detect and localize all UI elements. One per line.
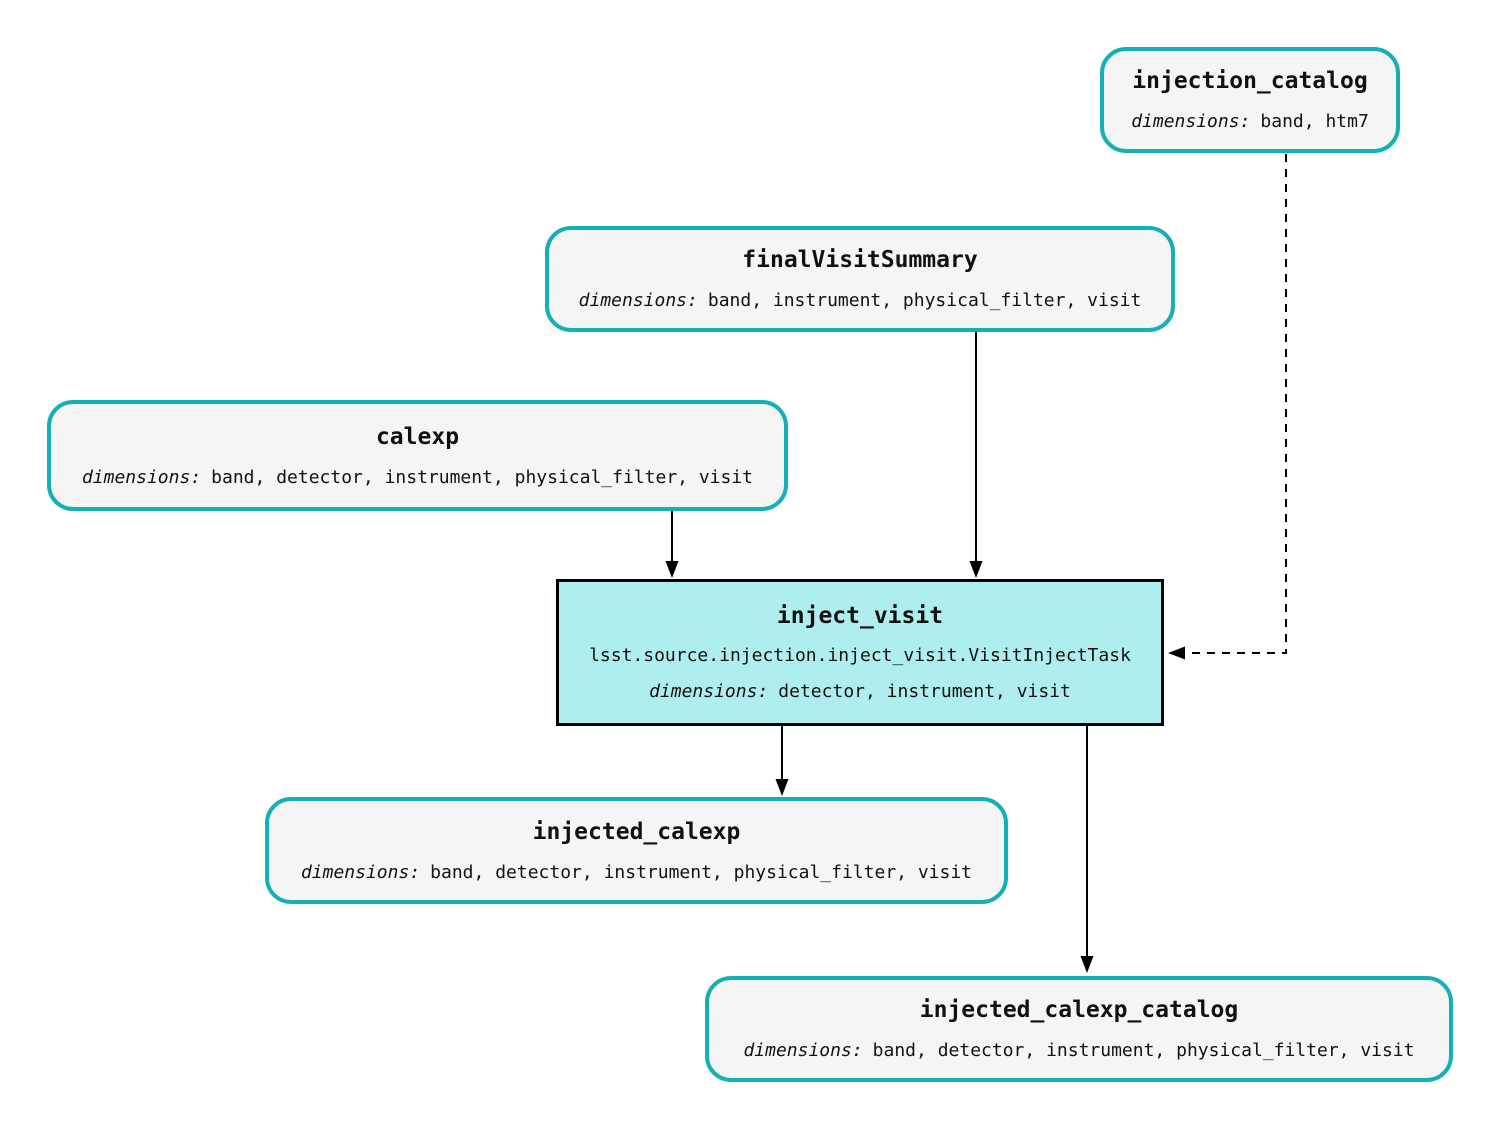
node-title: injection_catalog bbox=[1132, 68, 1368, 94]
dimensions-label: dimensions: bbox=[1131, 111, 1251, 132]
node-title: injected_calexp_catalog bbox=[919, 997, 1239, 1023]
node-title: inject_visit bbox=[776, 603, 944, 629]
arrowhead bbox=[969, 561, 983, 578]
dimensions-value: band, detector, instrument, physical_fil… bbox=[872, 1040, 1415, 1061]
dimensions-value: band, instrument, physical_filter, visit bbox=[707, 290, 1142, 311]
node-dimensions: dimensions: detector, instrument, visit bbox=[649, 681, 1071, 702]
dimensions-value: detector, instrument, visit bbox=[778, 681, 1071, 702]
dimensions-value: band, detector, instrument, physical_fil… bbox=[211, 466, 754, 488]
node-injected-calexp-catalog: injected_calexp_catalog dimensions: band,… bbox=[705, 976, 1453, 1082]
node-injection-catalog: injection_catalog dimensions: band, htm7 bbox=[1100, 47, 1400, 153]
dimensions-value: band, htm7 bbox=[1260, 111, 1369, 132]
node-inject-visit-task: inject_visit lsst.source.injection.injec… bbox=[556, 579, 1164, 726]
edge-inject-visit-to-injected-calexp-catalog bbox=[1080, 726, 1094, 973]
node-dimensions: dimensions: band, detector, instrument, p… bbox=[301, 862, 972, 883]
node-injected-calexp: injected_calexp dimensions: band, detecto… bbox=[265, 797, 1008, 904]
dimensions-label: dimensions: bbox=[300, 861, 421, 883]
node-title: calexp bbox=[375, 423, 460, 450]
node-dimensions: dimensions: band, instrument, physical_fi… bbox=[579, 290, 1142, 311]
arrowhead bbox=[1168, 646, 1185, 660]
edge-inject-visit-to-injected-calexp bbox=[775, 726, 789, 796]
dimensions-label: dimensions: bbox=[81, 466, 202, 488]
task-class: lsst.source.injection.inject_visit.Visit… bbox=[589, 645, 1131, 666]
dimensions-label: dimensions: bbox=[649, 681, 769, 702]
arrowhead bbox=[665, 561, 679, 578]
arrowhead bbox=[775, 779, 789, 796]
node-calexp: calexp dimensions: band, detector, instru… bbox=[47, 400, 788, 511]
node-dimensions: dimensions: band, detector, instrument, p… bbox=[82, 467, 753, 488]
edge-injection-catalog-to-inject-visit bbox=[1168, 154, 1287, 660]
node-title: finalVisitSummary bbox=[742, 247, 978, 273]
node-dimensions: dimensions: band, htm7 bbox=[1131, 111, 1369, 132]
node-finalvisitsummary: finalVisitSummary dimensions: band, instr… bbox=[545, 226, 1175, 332]
node-dimensions: dimensions: band, detector, instrument, p… bbox=[743, 1040, 1414, 1061]
dimensions-label: dimensions: bbox=[743, 1040, 863, 1061]
edge-calexp-to-inject-visit bbox=[665, 511, 679, 578]
dimensions-label: dimensions: bbox=[578, 290, 698, 311]
edge-finalvisitsummary-to-inject-visit bbox=[969, 331, 983, 578]
node-title: injected_calexp bbox=[532, 818, 741, 845]
dimensions-value: band, detector, instrument, physical_fil… bbox=[430, 861, 973, 883]
arrowhead bbox=[1080, 956, 1094, 973]
